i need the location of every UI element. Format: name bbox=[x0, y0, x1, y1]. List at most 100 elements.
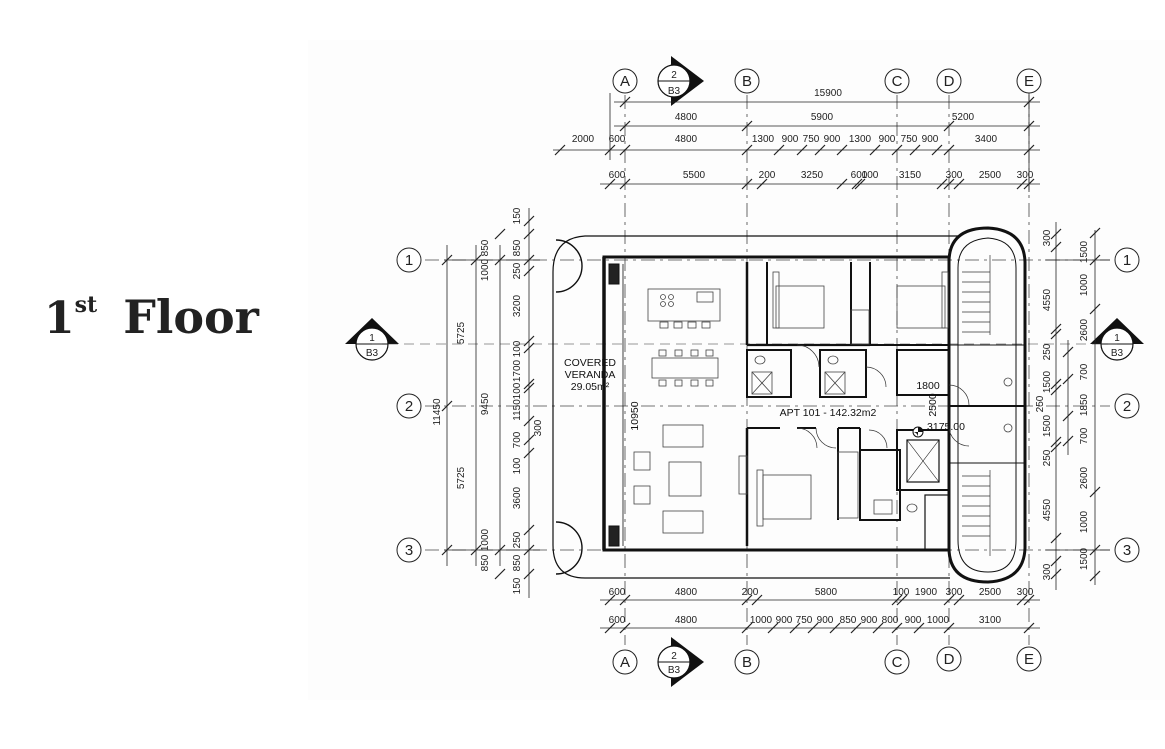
bot-dim-r2-3: 900 bbox=[776, 615, 793, 626]
bot-dim-r2-4: 750 bbox=[796, 615, 813, 626]
section-top-sheet: B3 bbox=[668, 86, 681, 97]
grid-bubble-1-left bbox=[396, 247, 422, 273]
left-dim-overall: 11450 bbox=[432, 398, 443, 426]
floor-number: 1 bbox=[44, 293, 75, 344]
grid-label-b-top: B bbox=[742, 73, 752, 90]
corridor-width: 1800 bbox=[916, 380, 940, 392]
grid-bubble-2-left bbox=[396, 393, 422, 419]
bot-dim-r1-2: 200 bbox=[742, 587, 759, 598]
section-marker-bottom: 2 B3 bbox=[657, 637, 704, 687]
grid-label-c-top: C bbox=[892, 73, 903, 90]
top-dim-r4-0: 600 bbox=[609, 170, 626, 181]
bot-dim-r2-11: 3100 bbox=[979, 615, 1002, 626]
bot-dim-r2-0: 600 bbox=[609, 615, 626, 626]
top-dim-r3-6: 900 bbox=[824, 134, 841, 145]
grid-bubble-a-bottom bbox=[612, 649, 638, 675]
floor-number-suffix: st bbox=[74, 292, 98, 318]
top-dim-r4-9: 300 bbox=[1017, 170, 1034, 181]
right-dim-c1-4: 250 bbox=[1042, 449, 1053, 466]
left-dimension-ticks bbox=[441, 215, 535, 580]
left-dim-c5-11: 250 bbox=[512, 531, 523, 548]
left-dim-c4-3: 850 bbox=[480, 554, 491, 571]
section-top-num: 2 bbox=[671, 70, 677, 81]
left-dim-c2-0: 5725 bbox=[456, 321, 467, 344]
left-dim-c5-1: 850 bbox=[512, 239, 523, 256]
top-dim-r4-7: 300 bbox=[946, 170, 963, 181]
veranda-area: 29.05m² bbox=[571, 381, 610, 393]
top-dimension-ticks bbox=[554, 96, 1035, 190]
grid-label-a-bottom: A bbox=[620, 654, 630, 671]
sofa-top bbox=[662, 424, 704, 448]
right-dim-c1-0: 300 bbox=[1042, 229, 1053, 246]
top-dimension-values: 15900 4800 5900 5200 2000 600 4800 1300 … bbox=[572, 88, 1034, 181]
grid-bubble-d-top bbox=[936, 68, 962, 94]
left-dim-c5-3: 3200 bbox=[512, 294, 523, 317]
right-dimension-lines bbox=[1045, 222, 1110, 590]
grid-label-d-bottom: D bbox=[944, 651, 955, 668]
right-dim-c3-2: 2600 bbox=[1079, 466, 1090, 489]
right-dim-c2-4: 1500 bbox=[1042, 370, 1053, 393]
stair-treads bbox=[962, 255, 991, 556]
top-dim-r3-4: 900 bbox=[782, 134, 799, 145]
level-marker-icon bbox=[912, 426, 924, 438]
right-dimension-values: 300 4550 250 2600 250 4550 300 700 1850 … bbox=[1035, 229, 1090, 580]
top-dim-r3-0: 2000 bbox=[572, 134, 595, 145]
bot-dim-r2-9: 900 bbox=[905, 615, 922, 626]
grid-bubble-3-left bbox=[396, 537, 422, 563]
left-dim-c6-0: 300 bbox=[533, 419, 544, 436]
dining-table bbox=[651, 357, 719, 379]
top-dim-r3-5: 750 bbox=[803, 134, 820, 145]
grid-label-1-left: 1 bbox=[405, 252, 413, 269]
bottom-dimension-values: 600 4800 200 5800 100 1900 300 2500 300 … bbox=[609, 587, 1034, 626]
section-left-num: 1 bbox=[369, 333, 375, 344]
left-dim-c5-7: 1150 bbox=[512, 399, 523, 421]
grid-bubble-e-bottom bbox=[1016, 646, 1042, 672]
right-dim-c3-4: 1500 bbox=[1079, 547, 1090, 570]
grid-label-1-right: 1 bbox=[1123, 252, 1131, 269]
bot-dim-r1-8: 300 bbox=[1017, 587, 1034, 598]
grid-label-e-top: E bbox=[1024, 73, 1034, 90]
grid-bubble-3-right bbox=[1114, 537, 1140, 563]
bot-dim-r2-8: 800 bbox=[882, 615, 899, 626]
bottom-dimension-lines bbox=[600, 599, 1040, 629]
bed-1 bbox=[775, 285, 825, 329]
left-dim-c4-0: 1000 bbox=[480, 258, 491, 281]
grid-label-e-bottom: E bbox=[1024, 651, 1034, 668]
grid-bubble-2-right bbox=[1114, 393, 1140, 419]
veranda-length: 10950 bbox=[629, 401, 641, 430]
grid-label-2-left: 2 bbox=[405, 398, 413, 415]
bot-dim-r2-5: 900 bbox=[817, 615, 834, 626]
top-dim-r3-8: 900 bbox=[879, 134, 896, 145]
right-dim-c3-3: 1000 bbox=[1079, 510, 1090, 533]
right-dim-c2-2: 700 bbox=[1079, 427, 1090, 444]
bot-dim-r2-6: 850 bbox=[840, 615, 857, 626]
top-dim-r2-0: 4800 bbox=[675, 112, 698, 123]
top-dim-r4-1: 5500 bbox=[683, 170, 706, 181]
right-dim-c2-0: 700 bbox=[1079, 363, 1090, 380]
bot-dim-r2-7: 900 bbox=[861, 615, 878, 626]
right-dim-c2-5: 1500 bbox=[1042, 414, 1053, 437]
right-dim-c3-1: 1000 bbox=[1079, 273, 1090, 296]
left-dim-c2-1: 5725 bbox=[456, 466, 467, 489]
furniture bbox=[633, 271, 1013, 534]
grid-label-3-right: 3 bbox=[1123, 542, 1131, 559]
left-dim-c5-13: 150 bbox=[512, 577, 523, 594]
bot-dim-r1-3: 5800 bbox=[815, 587, 838, 598]
top-dim-r3-2: 4800 bbox=[675, 134, 698, 145]
left-dim-c4-1: 850 bbox=[480, 239, 491, 256]
apartment-label: APT 101 - 142.32m2 bbox=[780, 407, 877, 419]
kitchen-island bbox=[647, 288, 721, 322]
section-left-sheet: B3 bbox=[366, 348, 379, 359]
building-walls bbox=[552, 226, 1027, 584]
grid-label-2-right: 2 bbox=[1123, 398, 1131, 415]
section-bottom-num: 2 bbox=[671, 651, 677, 662]
top-dim-r2-1: 5900 bbox=[811, 112, 834, 123]
left-dim-c5-8: 700 bbox=[512, 431, 523, 448]
right-dimension-ticks bbox=[1050, 227, 1101, 582]
bot-dim-r1-4: 100 bbox=[893, 587, 910, 598]
left-dim-c3-0: 9450 bbox=[480, 392, 491, 415]
top-dim-r4-8: 2500 bbox=[979, 170, 1002, 181]
left-dim-c5-9: 100 bbox=[512, 457, 523, 474]
grid-bubble-d-bottom bbox=[936, 646, 962, 672]
left-dim-c4-2: 1000 bbox=[480, 528, 491, 551]
